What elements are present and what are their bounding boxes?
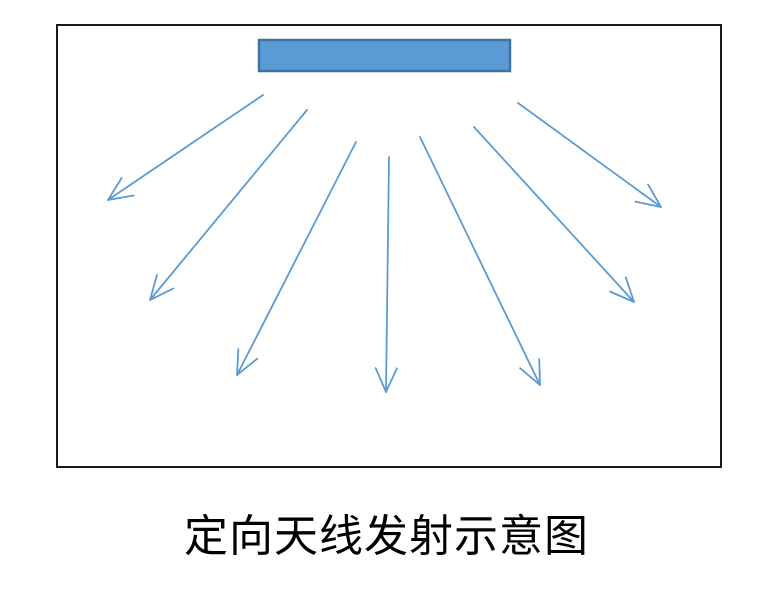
ray-4-arrowhead	[374, 367, 398, 393]
ray-2-arrowhead	[149, 274, 175, 301]
diagram-frame	[56, 24, 722, 468]
ray-5-arrowhead	[519, 358, 541, 386]
ray-4	[385, 156, 390, 393]
ray-3-arrowhead	[236, 348, 259, 376]
ray-2	[149, 109, 308, 301]
diagram-caption: 定向天线发射示意图	[184, 511, 589, 562]
ray-6-arrowhead	[609, 276, 635, 303]
radiation-rays	[107, 94, 662, 393]
ray-1	[107, 94, 264, 201]
ray-3	[236, 141, 357, 376]
ray-1-arrowhead	[107, 177, 135, 201]
ray-5	[419, 136, 541, 386]
ray-6	[473, 126, 635, 303]
ray-7-arrowhead	[634, 183, 662, 208]
directional-antenna	[257, 38, 512, 73]
ray-7	[517, 102, 662, 208]
